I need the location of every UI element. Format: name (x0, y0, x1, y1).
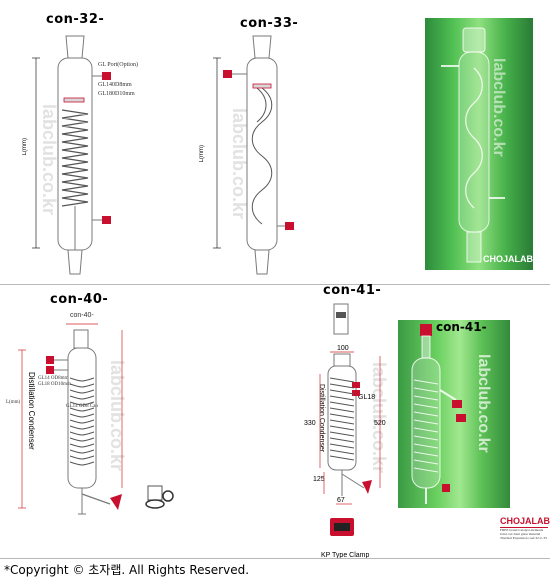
con41-dim-100: 100 (337, 345, 349, 352)
section-divider-2 (0, 558, 550, 559)
con41-dim-330: 330 (304, 420, 316, 427)
photo2-glass (411, 324, 466, 504)
con32-watermark: labclub.co.kr (39, 104, 59, 216)
copyright-notice: *Copyright © 초자랩. All Rights Reserved. (4, 563, 250, 577)
con40-vertical-label: Distillation Condenser (27, 372, 36, 450)
con32-gl14-label: GL140D8mm (98, 82, 132, 88)
con40-title: con-40- (50, 292, 109, 307)
con40-gl14-label: GL14 OD8mm (38, 376, 69, 381)
con41-dim-gl18: GL18 (358, 394, 376, 401)
con41-title: con-41- (323, 283, 382, 298)
con40-drawing (18, 323, 174, 515)
con33-title: con-33- (240, 16, 299, 31)
photo1-glass (441, 27, 505, 263)
con33-drawing (213, 35, 294, 275)
photo1-brand: CHOJALAB (483, 254, 533, 264)
photo2-title: con-41- (436, 320, 487, 334)
con32-gl18-label: GL180D10mm (98, 91, 135, 97)
con41-dim-125: 125 (313, 476, 325, 483)
chojalab-logo: CHOJALAB FREE brand Catalyst elements Jo… (500, 516, 550, 540)
con32-title: con-32- (46, 12, 105, 27)
con33-watermark: labclub.co.kr (229, 108, 249, 220)
con41-dim-67: 67 (337, 497, 345, 504)
con32-port-label: GL Port(Option) (98, 62, 138, 68)
photo2-watermark: labclub.co.kr (475, 354, 492, 453)
con32-drawing (32, 35, 111, 275)
condenser-photo-2: con-41- labclub.co.kr (398, 320, 510, 508)
logo-line1: FREE brand Catalyst elements (500, 528, 544, 532)
con40-length-label: L(mm) (6, 400, 21, 405)
con41-clamp-label: KP Type Clamp (321, 552, 370, 559)
con41-drawing (319, 303, 381, 536)
con40-small-note: GL14 OD8 Cap (66, 404, 98, 409)
con40-top-label: con-40- (70, 312, 94, 319)
con41-watermark: labclub.co.kr (369, 362, 389, 474)
photo1-watermark: labclub.co.kr (490, 58, 507, 157)
con40-gl18-label: GL18 OD10mm (38, 382, 71, 387)
condenser-photo-1: labclub.co.kr CHOJALAB (425, 18, 533, 270)
logo-line2: Joint rod Joint glass material (500, 532, 541, 536)
section-divider-1 (0, 284, 550, 285)
con41-vertical-label: Distillation Condenser (318, 384, 325, 453)
logo-brand: CHOJALAB (500, 516, 550, 528)
logo-line3: Thermal Expansion coef.32 to 33 (500, 536, 547, 540)
